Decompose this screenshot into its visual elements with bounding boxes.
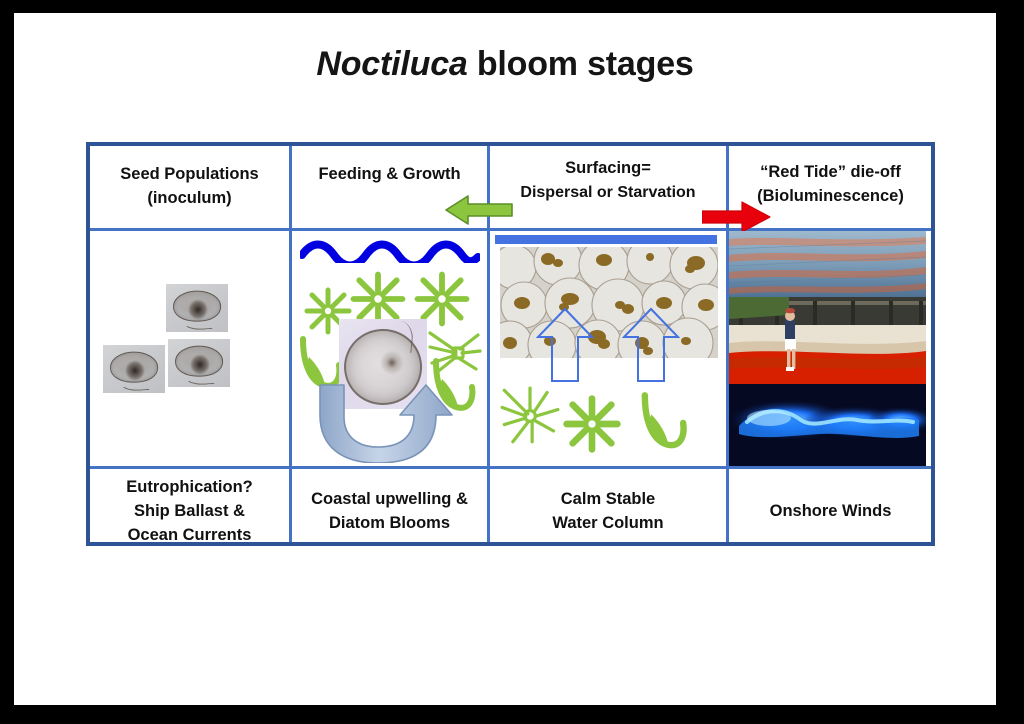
noctiluca-flagellum xyxy=(181,314,213,332)
noctiluca-cell-body xyxy=(344,328,422,405)
noctiluca-micrograph-chip xyxy=(168,339,230,387)
beach-red-tide-image xyxy=(729,297,926,387)
gridline-vertical-3 xyxy=(726,146,729,542)
plankton-hook-icon xyxy=(433,358,476,411)
driver-eutrophication-line2: Ship Ballast & xyxy=(134,502,245,520)
driver-cell-feeding-growth: Coastal upwelling & Diatom Blooms xyxy=(292,469,487,544)
bioluminescence-image xyxy=(729,384,926,466)
driver-upwelling-line1: Coastal upwelling & xyxy=(311,490,468,508)
header-red-tide-line1: “Red Tide” die-off xyxy=(760,163,901,181)
gridline-vertical-1 xyxy=(289,146,292,542)
packed-cells-micrograph xyxy=(500,247,718,358)
driver-upwelling-line2: Diatom Blooms xyxy=(328,514,450,532)
gridline-vertical-2 xyxy=(487,146,490,542)
header-surfacing-line2: Dispersal or Starvation xyxy=(520,184,696,201)
plankton-spiky-icon xyxy=(428,331,482,375)
header-cell-surfacing: Surfacing= Dispersal or Starvation xyxy=(490,146,726,228)
water-surface-bar xyxy=(495,235,717,244)
surfacing-up-arrow-icon xyxy=(622,307,680,382)
noctiluca-micrograph-chip xyxy=(103,345,165,393)
driver-cell-red-tide: Onshore Winds xyxy=(729,469,932,544)
noctiluca-tentacle xyxy=(387,319,415,353)
driver-eutrophication-line1: Eutrophication? xyxy=(126,478,253,496)
noctiluca-cell-shape xyxy=(175,345,223,377)
noctiluca-cell-shape xyxy=(110,351,158,383)
diatom-star-icon xyxy=(350,271,406,327)
diatom-star-icon xyxy=(304,287,352,335)
bloom-stages-table: Seed Populations (inoculum) Feeding & Gr… xyxy=(86,142,935,546)
diatom-star-icon xyxy=(414,271,470,327)
driver-calm-water-line1: Calm Stable xyxy=(560,490,656,508)
title-species-name: Noctiluca xyxy=(316,45,468,83)
noctiluca-central-micrograph xyxy=(339,319,427,409)
header-cell-seed-populations: Seed Populations (inoculum) xyxy=(90,146,289,228)
person-figure xyxy=(785,308,796,371)
illustration-cell-seed-populations xyxy=(90,231,289,466)
slide-canvas: Noctiluca bloom stages Seed Populations … xyxy=(14,13,996,705)
illustration-cell-feeding-growth xyxy=(292,231,487,466)
noctiluca-flagellum xyxy=(183,369,215,387)
title-remainder: bloom stages xyxy=(467,45,694,83)
red-right-arrow xyxy=(702,201,771,233)
gridline-horizontal-2 xyxy=(90,466,931,469)
illustration-cell-surfacing xyxy=(490,231,726,466)
noctiluca-flagellum xyxy=(118,375,150,393)
page-title: Noctiluca bloom stages xyxy=(14,45,996,84)
header-red-tide-line2: (Bioluminescence) xyxy=(757,187,904,205)
driver-cell-seed-populations: Eutrophication? Ship Ballast & Ocean Cur… xyxy=(90,469,289,544)
driver-calm-water-line2: Water Column xyxy=(552,514,664,532)
plankton-hook-icon xyxy=(641,392,687,449)
table-gridlines xyxy=(90,146,931,542)
beach-red-tide-photo xyxy=(729,297,926,387)
green-left-arrow xyxy=(445,195,513,225)
header-seed-populations-line1: Seed Populations xyxy=(120,165,259,183)
driver-cell-surfacing: Calm Stable Water Column xyxy=(490,469,726,544)
driver-eutrophication-line3: Ocean Currents xyxy=(127,526,252,544)
noctiluca-cell-shape xyxy=(173,290,221,322)
header-seed-populations-line2: (inoculum) xyxy=(147,189,232,207)
water-surface-wave-icon xyxy=(300,240,480,263)
aerial-red-tide-photo xyxy=(729,231,926,299)
header-cell-red-tide: “Red Tide” die-off (Bioluminescence) xyxy=(729,146,932,228)
driver-onshore-winds-line1: Onshore Winds xyxy=(769,502,892,520)
growth-cycle-arrow-icon xyxy=(319,384,453,463)
bioluminescence-photo xyxy=(729,384,926,466)
header-feeding-growth-line1: Feeding & Growth xyxy=(318,165,461,183)
illustration-cell-red-tide xyxy=(729,231,932,466)
gridline-horizontal-1 xyxy=(90,228,931,231)
header-cell-feeding-growth: Feeding & Growth xyxy=(292,146,487,228)
header-surfacing-line1: Surfacing= xyxy=(565,159,651,177)
noctiluca-micrograph-chip xyxy=(166,284,228,332)
packed-cells-image xyxy=(500,247,718,358)
diatom-star-icon xyxy=(563,395,621,453)
aerial-red-tide-image xyxy=(729,231,926,299)
plankton-spiky-icon xyxy=(500,386,560,444)
surfacing-up-arrow-icon xyxy=(536,307,594,382)
